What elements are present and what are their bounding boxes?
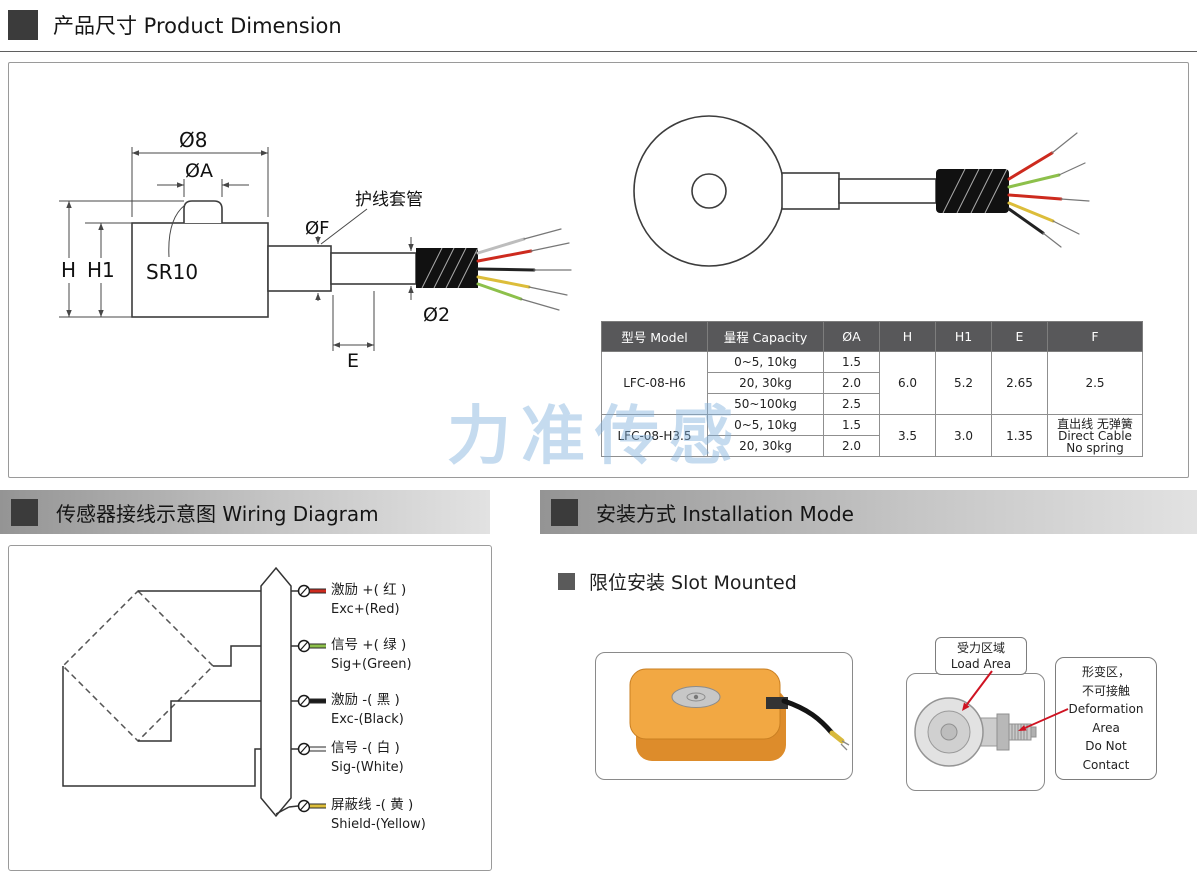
page-header: 产品尺寸 Product Dimension (8, 10, 342, 40)
section-square-icon (551, 498, 578, 526)
loadcell-body (131, 222, 269, 318)
wiring-diagram-panel: 激励 +( 红 ) Exc+(Red) 信号 +( 绿 ) Sig+(Green… (8, 545, 492, 871)
diaA-cell: 2.5 (823, 393, 880, 415)
col-capacity: 量程 Capacity (707, 321, 824, 352)
E-cell: 1.35 (991, 414, 1048, 457)
top-view-drawing (633, 115, 1090, 267)
dim-dia2-label: Ø2 (423, 304, 450, 326)
spec-table-header-row: 型号 Model 量程 Capacity ØA H H1 E F (601, 321, 1143, 352)
terminals (288, 584, 311, 813)
dim-H1-label: H1 (87, 258, 115, 282)
col-F: F (1047, 321, 1143, 352)
dim-diaF-label: ØF (305, 218, 330, 239)
cable-sleeve (267, 245, 332, 292)
table-row: 20, 30kg 2.0 (602, 435, 1143, 457)
bridge-routing-lines (62, 590, 290, 815)
wire-label-sig-plus: 信号 +( 绿 ) Sig+(Green) (331, 637, 412, 672)
capacity-cell: 20, 30kg (707, 435, 824, 457)
F-cell: 直出线 无弹簧 Direct Cable No spring (1047, 414, 1143, 457)
capacity-cell: 50~100kg (707, 393, 824, 415)
sensor-image (906, 673, 1045, 791)
cable (330, 252, 417, 285)
bridge-diamond (61, 589, 215, 743)
wire-label-sig-minus: 信号 -( 白 ) Sig-(White) (331, 740, 404, 775)
cable-sheath (416, 247, 479, 289)
model-name: LFC-08-H3.5 (601, 414, 708, 457)
diaA-cell: 2.0 (823, 372, 880, 394)
col-diaA: ØA (823, 321, 880, 352)
H1-cell: 3.0 (935, 414, 992, 457)
diaA-cell: 1.5 (823, 414, 880, 436)
spec-table: 型号 Model 量程 Capacity ØA H H1 E F LFC-08-… (601, 321, 1143, 457)
table-row: LFC-08-H6 0~5, 10kg 1.5 6.0 5.2 2.65 2.5 (601, 351, 1143, 415)
dim-dia8-label: Ø8 (179, 128, 207, 152)
col-E: E (991, 321, 1048, 352)
slot-mounted-header: 限位安装 Slot Mounted (558, 568, 797, 595)
header-divider (0, 51, 1197, 52)
top-view-inner-hole (691, 173, 727, 209)
sleeve-label: 护线套管 (355, 190, 423, 210)
dim-H-label: H (61, 258, 76, 282)
E-cell: 2.65 (991, 351, 1048, 415)
wire-label-shield: 屏蔽线 -( 黄 ) Shield-(Yellow) (331, 797, 426, 832)
capacity-cell: 0~5, 10kg (707, 414, 824, 436)
side-view-drawing: Ø8 ØA SR10 H H1 ØF 护线套管 (59, 128, 572, 372)
mounted-cable (781, 698, 835, 736)
load-area-callout: 受力区域 Load Area (935, 637, 1027, 675)
capacity-cell: 0~5, 10kg (707, 351, 824, 373)
slot-mount-image (595, 652, 853, 780)
col-H1: H1 (935, 321, 992, 352)
H1-cell: 5.2 (935, 351, 992, 415)
header-square-icon (8, 10, 38, 40)
slot-mount-illustration (629, 668, 850, 761)
sensor-illustration (914, 697, 1037, 767)
top-view-cable (838, 178, 937, 204)
page-title: 产品尺寸 Product Dimension (53, 14, 342, 38)
model-name: LFC-08-H6 (601, 351, 708, 415)
slot-mounted-title: 限位安装 Slot Mounted (589, 572, 797, 594)
connector-body (260, 566, 292, 818)
capacity-cell: 20, 30kg (707, 372, 824, 394)
dimension-panel: Ø8 ØA SR10 H H1 ØF 护线套管 (8, 62, 1189, 478)
top-view-neck (781, 172, 840, 210)
wire-label-exc-minus: 激励 -( 黑 ) Exc-(Black) (331, 692, 404, 727)
H-cell: 3.5 (879, 414, 936, 457)
diaA-cell: 1.5 (823, 351, 880, 373)
wiring-section-bar: 传感器接线示意图 Wiring Diagram (0, 490, 490, 534)
wire-label-exc-plus: 激励 +( 红 ) Exc+(Red) (331, 582, 407, 617)
top-view-wires (1007, 132, 1090, 248)
wire-color-segments (310, 588, 326, 809)
col-H: H (879, 321, 936, 352)
bullet-square-icon (558, 573, 575, 590)
installation-section-bar: 安装方式 Installation Mode (540, 490, 1197, 534)
wiring-section-title: 传感器接线示意图 Wiring Diagram (56, 501, 379, 526)
dim-diaA-label: ØA (185, 160, 213, 182)
F-cell: 2.5 (1047, 351, 1143, 415)
diaA-cell: 2.0 (823, 435, 880, 457)
col-model: 型号 Model (601, 321, 708, 352)
dim-sr10-label: SR10 (146, 260, 198, 284)
installation-section-title: 安装方式 Installation Mode (596, 501, 854, 526)
deformation-callout: 形变区， 不可接触 Deformation Area Do Not Contac… (1055, 657, 1157, 780)
wiring-diagram-drawing (61, 566, 326, 818)
installation-panel: 限位安装 Slot Mounted 受力区域 Load Area (540, 545, 1197, 877)
H-cell: 6.0 (879, 351, 936, 415)
side-view-wires (476, 228, 572, 311)
table-row: LFC-08-H3.5 0~5, 10kg 1.5 3.5 3.0 1.35 直… (601, 414, 1143, 457)
loadcell-button (183, 200, 223, 223)
top-view-sheath (936, 168, 1009, 214)
section-square-icon (11, 498, 38, 526)
dim-E-label: E (347, 350, 359, 372)
